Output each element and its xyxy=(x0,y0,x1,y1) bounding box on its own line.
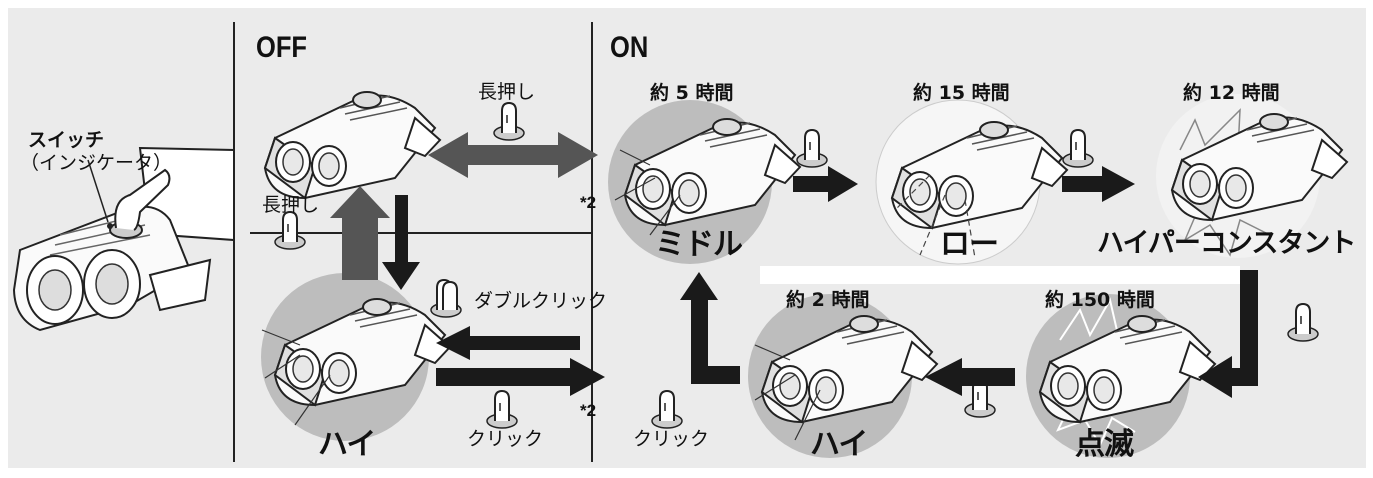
section-off: OFF xyxy=(256,31,307,64)
mode-high: ハイ xyxy=(810,427,868,462)
mode-middle: ミドル xyxy=(655,227,743,262)
label-click-off: クリック xyxy=(467,428,544,450)
label-long-press-left: 長押し xyxy=(262,194,320,216)
mode-high-constant: ハイパーコンスタント xyxy=(1097,228,1356,259)
label-long-press-top: 長押し xyxy=(478,81,536,103)
mode-low: ロー xyxy=(940,227,999,262)
time-middle: 約 5 時間 xyxy=(650,82,734,104)
note-mark-top: *2 xyxy=(580,193,597,212)
arrow-highconst-blink xyxy=(1198,270,1258,398)
arrow-black-down xyxy=(382,195,420,290)
arrow-gray-up xyxy=(330,186,390,280)
arrow-double-click xyxy=(436,326,580,360)
switch-title: スイッチ xyxy=(28,129,105,151)
label-double-click: ダブルクリック xyxy=(474,290,608,312)
mode-blink: 点滅 xyxy=(1075,427,1134,462)
arrow-high-middle xyxy=(680,272,740,384)
divider-white xyxy=(760,266,1240,284)
arrow-middle-low xyxy=(793,166,858,202)
switch-subtitle: （インジケータ） xyxy=(20,152,173,174)
time-blink: 約 150 時間 xyxy=(1045,289,1155,311)
time-low: 約 15 時間 xyxy=(913,82,1010,104)
switch-illustration xyxy=(12,146,235,332)
mode-off-high: ハイ xyxy=(318,427,376,462)
note-mark-bottom: *2 xyxy=(580,401,597,420)
time-high-constant: 約 12 時間 xyxy=(1183,82,1280,104)
arrow-blink-high xyxy=(925,358,1015,396)
arrow-low-highconst xyxy=(1062,166,1135,202)
arrow-click-on xyxy=(436,358,605,396)
section-on: ON xyxy=(610,31,649,64)
arrow-long-press-onoff xyxy=(428,132,598,178)
label-click-on: クリック xyxy=(633,428,710,450)
time-high: 約 2 時間 xyxy=(786,289,870,311)
